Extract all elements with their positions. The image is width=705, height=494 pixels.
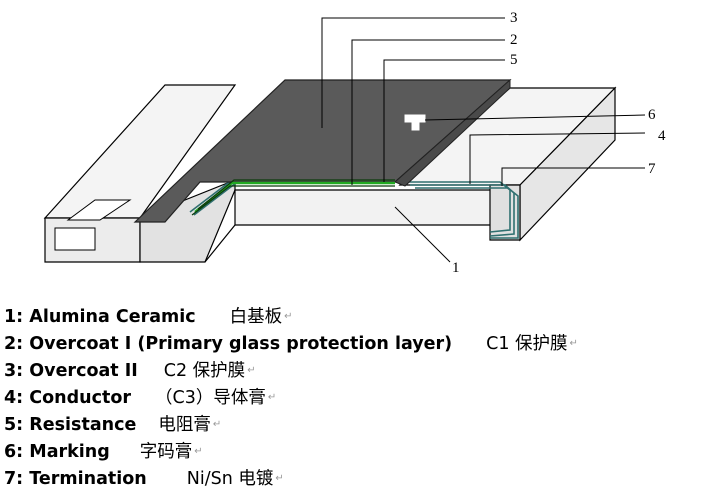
legend-item-1: 1: Alumina Ceramic 白基板↵	[4, 303, 578, 330]
legend-chinese: 白基板	[229, 306, 283, 327]
legend-number: 6:	[4, 441, 24, 462]
legend-number: 5:	[4, 414, 24, 435]
overcoat-i-layer	[191, 185, 395, 216]
left-termination-slot	[54, 227, 96, 251]
paragraph-mark-icon: ↵	[267, 392, 277, 403]
left-termination-slot-top	[66, 199, 132, 221]
legend-chinese: （C3）导体膏	[154, 387, 266, 408]
chip-resistor-diagram: 3 2 5 6 4 7 1	[43, 10, 666, 276]
legend-english: Resistance	[29, 414, 137, 435]
overcoat-ii-right-slope	[394, 78, 511, 187]
legend-chinese: Ni/Sn 电镀	[186, 468, 274, 489]
legend-chinese: C2 保护膜	[163, 360, 246, 381]
legend-english: Marking	[29, 441, 110, 462]
paragraph-mark-icon: ↵	[212, 419, 222, 430]
paragraph-mark-icon: ↵	[284, 311, 293, 322]
legend-english: Conductor	[29, 387, 131, 408]
alumina-ceramic-front	[234, 189, 501, 226]
paragraph-mark-icon: ↵	[569, 338, 578, 349]
legend-item-7: 7: Termination Ni/Sn 电镀↵	[4, 465, 578, 492]
paragraph-mark-icon: ↵	[194, 446, 203, 457]
callout-4: 4	[658, 128, 666, 144]
callout-4-leader	[469, 132, 646, 184]
callout-3: 3	[510, 10, 518, 26]
callout-1: 1	[452, 260, 460, 276]
legend-english: Overcoat II	[29, 360, 138, 381]
callout-2-leader	[351, 39, 505, 185]
marking-glyph	[404, 114, 426, 131]
legend-item-3: 3: Overcoat II C2 保护膜↵	[4, 357, 578, 384]
paragraph-mark-icon: ↵	[275, 473, 284, 484]
callout-7-leader	[501, 167, 645, 186]
legend-number: 3:	[4, 360, 24, 381]
legend-number: 7:	[4, 468, 24, 489]
resistance-layer	[194, 181, 395, 213]
callout-6: 6	[648, 107, 656, 123]
legend-chinese: 字码膏	[139, 441, 193, 462]
callout-5-leader	[383, 59, 505, 182]
legend-item-2: 2: Overcoat I (Primary glass protection …	[4, 330, 578, 357]
legend-item-6: 6: Marking 字码膏↵	[4, 438, 578, 465]
callout-5: 5	[510, 52, 518, 68]
overcoat-i-layer-top	[197, 179, 395, 210]
legend-item-4: 4: Conductor （C3）导体膏↵	[4, 384, 578, 411]
callout-7: 7	[648, 161, 656, 177]
callout-2: 2	[510, 32, 518, 48]
right-termination-side	[489, 184, 521, 241]
callout-6-leader	[424, 114, 646, 121]
paragraph-mark-icon: ↵	[247, 365, 256, 376]
legend-chinese: 电阻膏	[158, 414, 211, 435]
callout-1-leader	[394, 206, 451, 263]
legend-number: 4:	[4, 387, 24, 408]
legend-english: Overcoat I (Primary glass protection lay…	[29, 333, 453, 354]
legend-english: Termination	[29, 468, 147, 489]
legend-english: Alumina Ceramic	[29, 306, 196, 327]
legend-item-5: 5: Resistance 电阻膏↵	[4, 411, 578, 438]
legend-number: 2:	[4, 333, 24, 354]
alumina-edge	[204, 224, 236, 263]
termination-plating-left	[189, 179, 237, 216]
termination-plating-right	[405, 181, 519, 239]
legend-number: 1:	[4, 306, 24, 327]
callout-3-leader	[321, 17, 505, 128]
legend-chinese: C1 保护膜	[486, 333, 568, 354]
